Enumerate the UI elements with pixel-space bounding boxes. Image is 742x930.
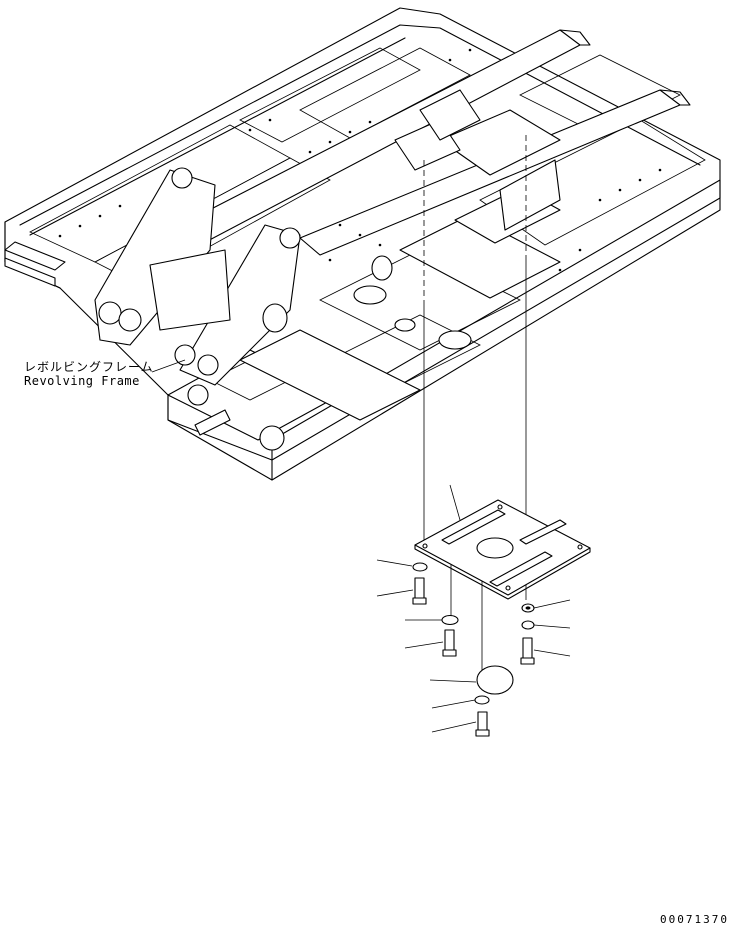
drawing-code: 00071370	[660, 913, 729, 926]
round-cover	[429, 665, 514, 695]
frame-label-japanese: レボルビングフレーム	[24, 360, 154, 374]
rivet-dots	[58, 48, 662, 272]
cover-plate	[414, 484, 591, 600]
revolving-frame	[4, 7, 721, 481]
hardware	[376, 559, 571, 737]
frame-label-leader	[151, 359, 186, 373]
projection-lines	[423, 135, 527, 690]
frame-label-english: Revolving Frame	[24, 374, 140, 388]
